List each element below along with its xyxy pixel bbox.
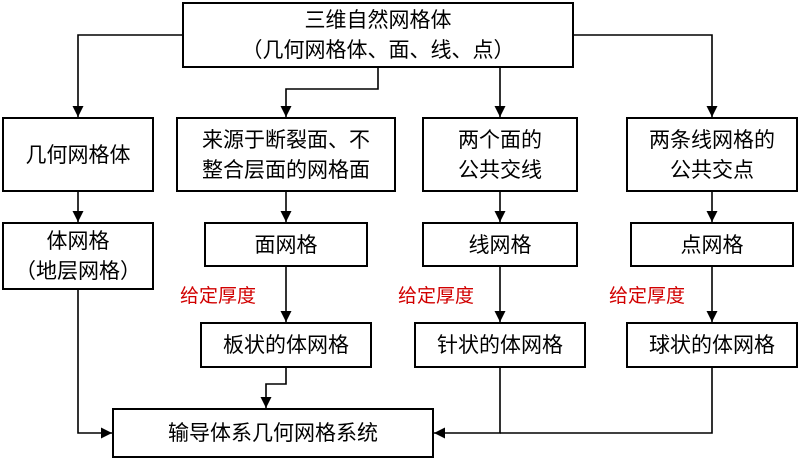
ball-grid-node-label: 球状的体网格 — [649, 333, 775, 357]
root-node-line-2: （几何网格体、面、线、点） — [241, 38, 515, 62]
system-node-label: 输导体系几何网格系统 — [168, 421, 378, 445]
fault-face-node: 来源于断裂面、不 整合层面的网格面 — [176, 117, 396, 192]
line-intersection-node-line-2: 公共交线 — [458, 157, 542, 182]
system-node: 输导体系几何网格系统 — [112, 408, 434, 458]
edge-root-to-point-inter — [574, 34, 718, 117]
plate-grid-node-label: 板状的体网格 — [223, 333, 349, 357]
plate-grid-node: 板状的体网格 — [200, 322, 372, 368]
line-grid-node: 线网格 — [422, 222, 578, 267]
body-grid-node-line-1: 体网格 — [46, 229, 110, 253]
edge-needle-grid-to-system — [434, 368, 501, 439]
edge-root-to-fault-face — [280, 68, 379, 117]
needle-grid-node: 针状的体网格 — [414, 322, 586, 368]
thickness-label-line: 给定厚度 — [398, 285, 475, 307]
edge-ball-grid-to-system — [500, 368, 713, 434]
thickness-label-face: 给定厚度 — [180, 285, 257, 307]
line-grid-node-label: 线网格 — [468, 232, 532, 257]
geo-body-node-label: 几何网格体 — [25, 142, 131, 167]
line-intersection-node-line-1: 两个面的 — [458, 127, 542, 152]
body-grid-node-line-2: （地层网格） — [15, 259, 141, 283]
point-intersection-node-line-2: 公共交点 — [670, 157, 754, 182]
root-node: 三维自然网格体 （几何网格体、面、线、点） — [182, 2, 574, 68]
ball-grid-node: 球状的体网格 — [626, 322, 798, 368]
geo-body-node: 几何网格体 — [2, 117, 154, 192]
body-grid-node: 体网格 （地层网格） — [2, 222, 154, 290]
face-grid-node: 面网格 — [204, 222, 368, 267]
point-intersection-node-line-1: 两条线网格的 — [649, 127, 775, 152]
needle-grid-node-label: 针状的体网格 — [437, 333, 563, 357]
point-intersection-node: 两条线网格的 公共交点 — [626, 117, 798, 192]
root-node-line-1: 三维自然网格体 — [304, 8, 452, 32]
point-grid-node: 点网格 — [630, 222, 794, 267]
point-grid-node-label: 点网格 — [680, 232, 744, 257]
line-intersection-node: 两个面的 公共交线 — [422, 117, 578, 192]
fault-face-node-line-1: 来源于断裂面、不 — [202, 127, 370, 152]
fault-face-node-line-2: 整合层面的网格面 — [202, 157, 370, 182]
thickness-label-point: 给定厚度 — [609, 285, 686, 307]
edge-body-grid-to-system — [77, 290, 112, 439]
face-grid-node-label: 面网格 — [254, 232, 318, 257]
edge-root-to-geo-body — [72, 34, 182, 117]
edge-plate-grid-to-system — [260, 368, 287, 408]
